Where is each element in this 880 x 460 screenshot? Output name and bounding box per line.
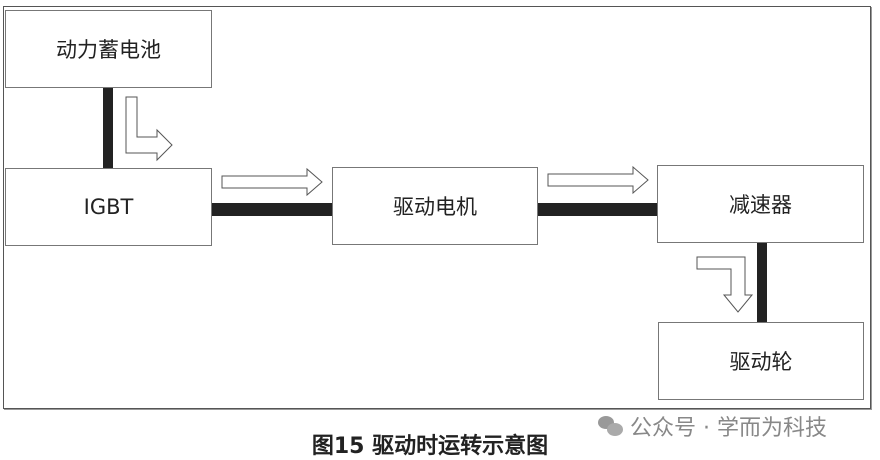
flow-arrow-motor-to-reducer <box>547 165 649 195</box>
node-motor: 驱动电机 <box>332 167 538 245</box>
connection-battery-igbt <box>103 88 113 168</box>
node-igbt-label: IGBT <box>83 195 134 219</box>
node-wheel: 驱动轮 <box>658 322 864 400</box>
node-reducer-label: 减速器 <box>729 193 792 217</box>
node-motor-label: 驱动电机 <box>393 195 477 219</box>
wechat-icon <box>598 416 624 436</box>
flow-arrow-battery-to-igbt <box>125 96 173 162</box>
node-wheel-label: 驱动轮 <box>729 350 793 374</box>
flow-arrow-reducer-to-wheel <box>696 256 754 313</box>
watermark-text: 公众号 · 学而为科技 <box>630 416 827 441</box>
watermark: 公众号 · 学而为科技 <box>598 410 827 442</box>
node-reducer: 减速器 <box>657 165 864 243</box>
connection-motor-reducer <box>538 203 658 216</box>
connection-reducer-wheel <box>757 243 767 323</box>
node-battery: 动力蓄电池 <box>5 10 212 88</box>
node-igbt: IGBT <box>5 168 212 246</box>
figure-caption: 图15 驱动时运转示意图 <box>311 434 549 459</box>
node-battery-label: 动力蓄电池 <box>56 38 161 62</box>
flow-arrow-igbt-to-motor <box>221 167 323 197</box>
diagram-frame <box>3 6 871 409</box>
connection-igbt-motor <box>212 203 332 216</box>
